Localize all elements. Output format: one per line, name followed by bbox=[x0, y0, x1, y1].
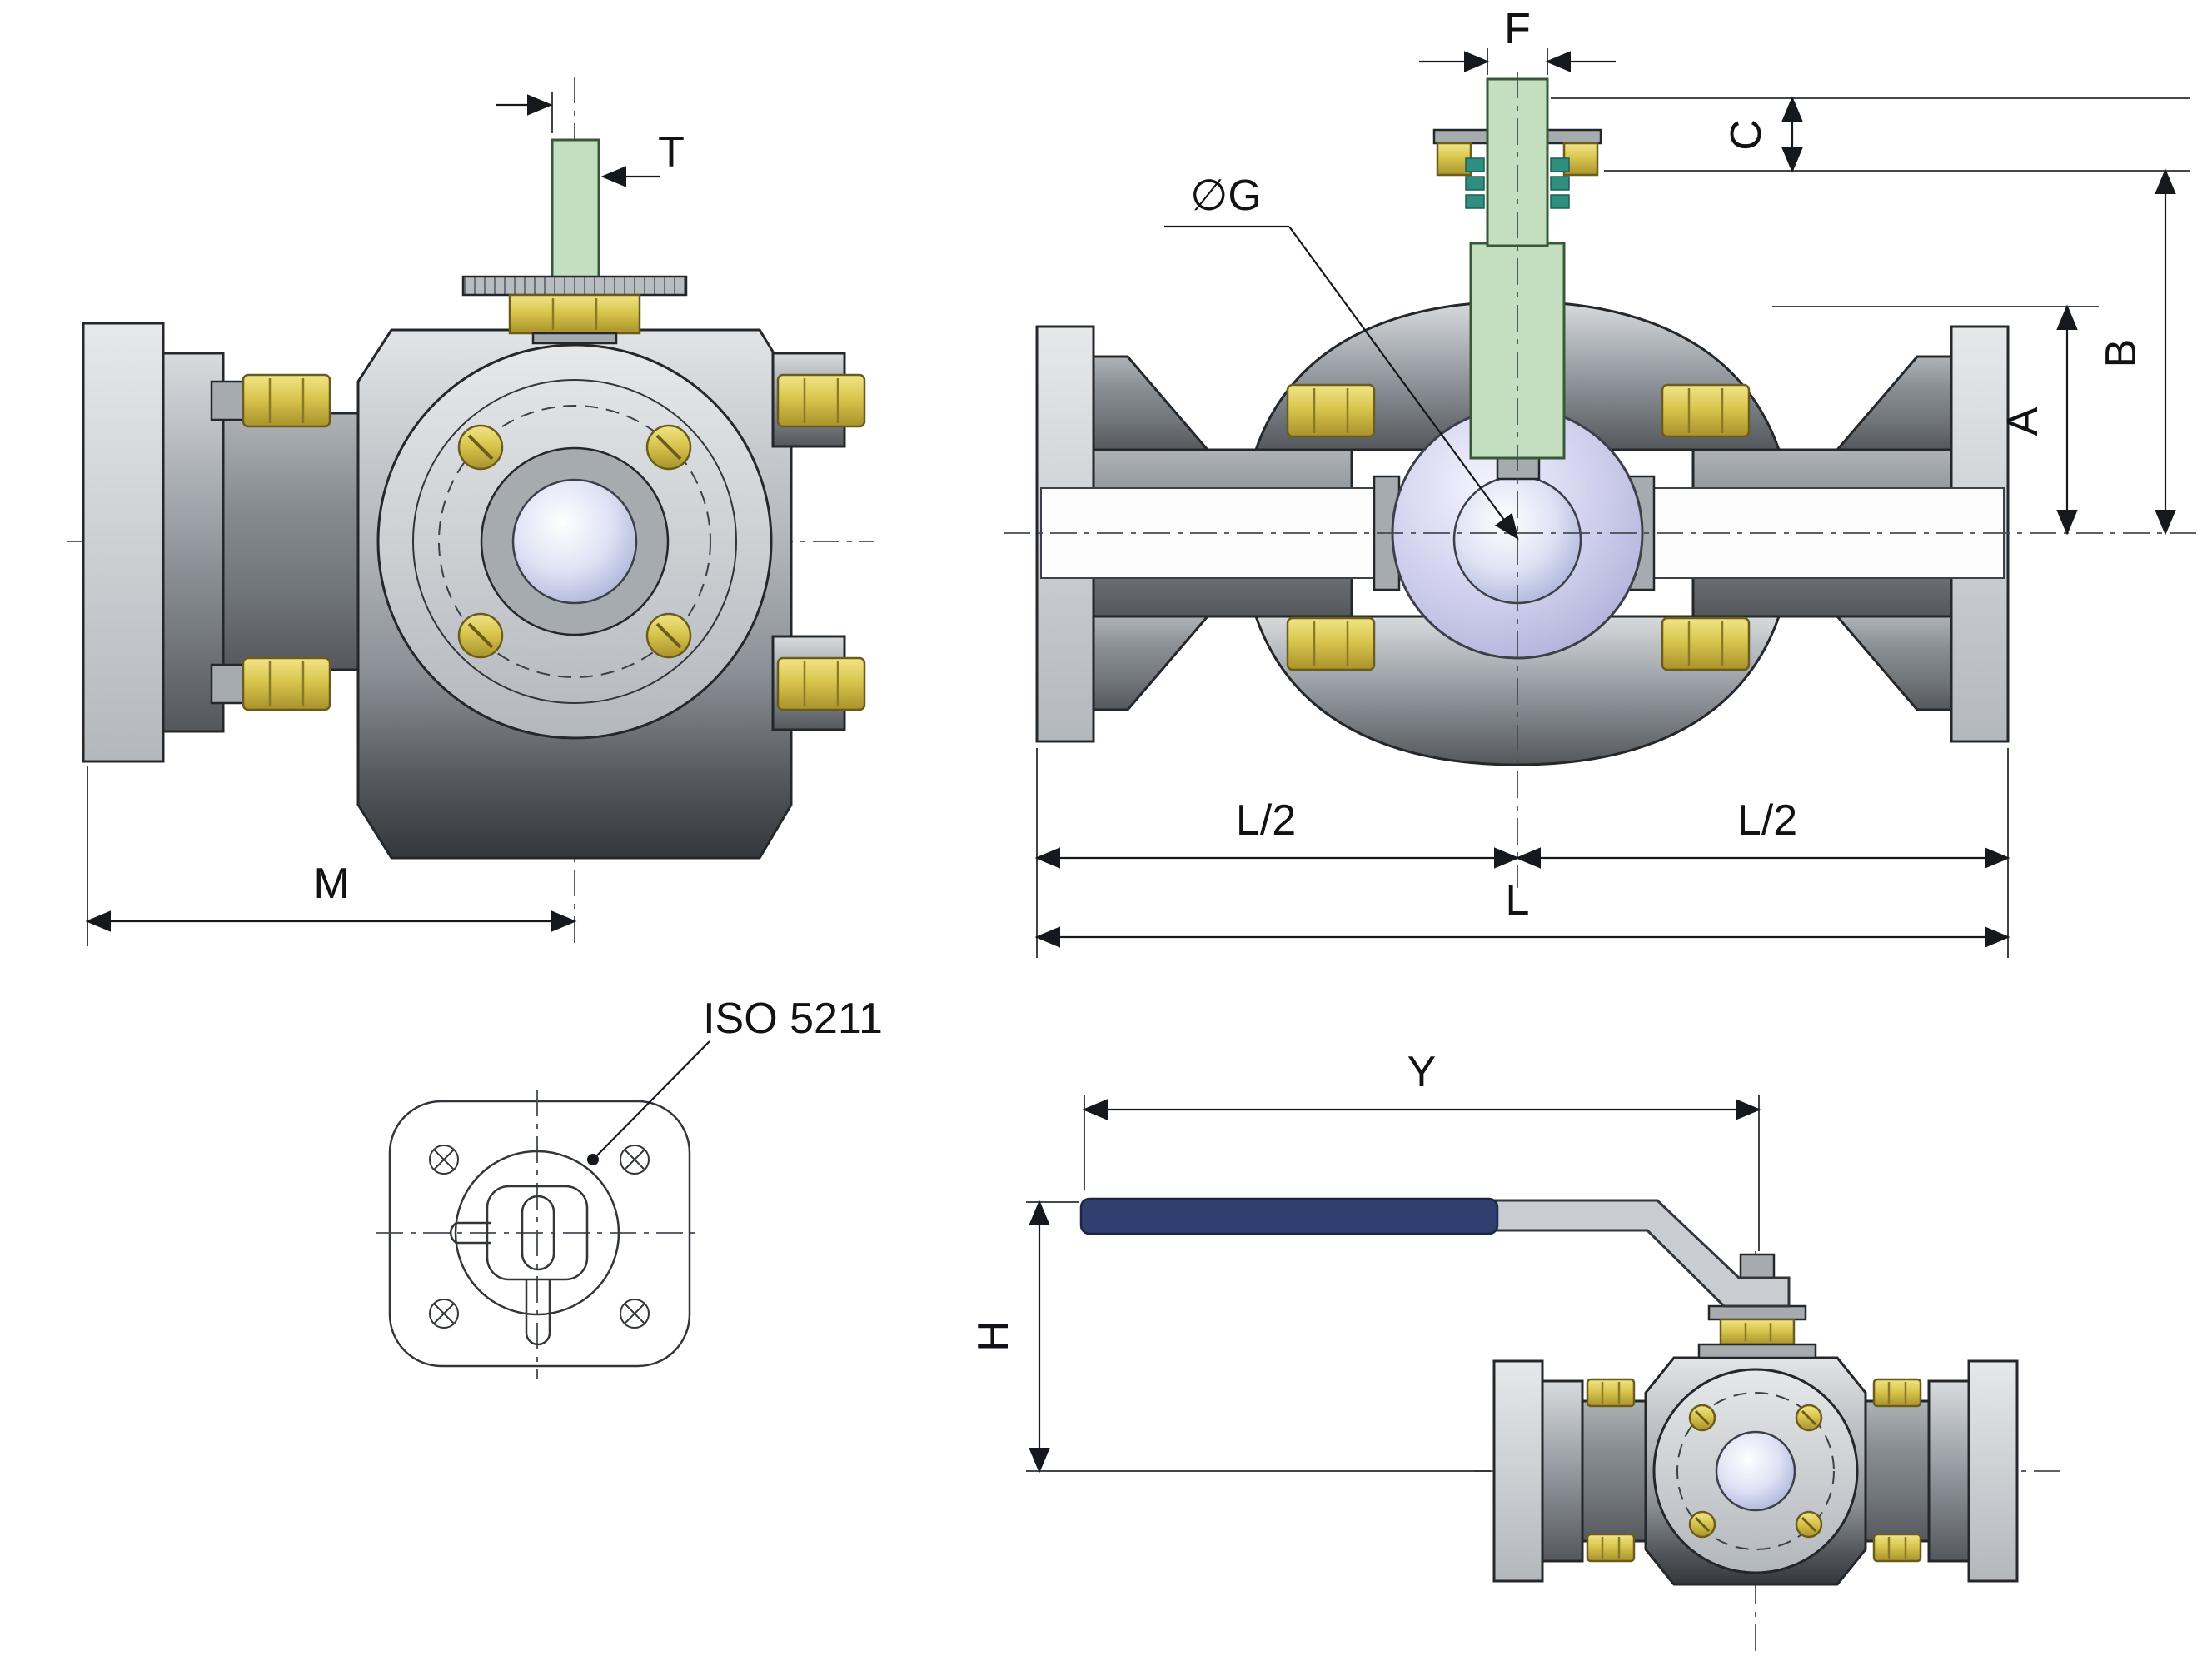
dim-label-m: M bbox=[313, 860, 349, 908]
front-left-flange bbox=[82, 322, 360, 763]
flange-screw bbox=[1795, 1404, 1823, 1432]
front-left-top-bolt bbox=[242, 373, 331, 428]
packing bbox=[1465, 157, 1485, 172]
body-bolt bbox=[1286, 383, 1376, 438]
packing bbox=[1550, 157, 1570, 172]
handle-view: Y H bbox=[969, 1048, 2064, 1658]
packing bbox=[1550, 176, 1570, 191]
flange-screw bbox=[457, 612, 504, 659]
dim-M: M bbox=[85, 766, 577, 946]
packing bbox=[1550, 194, 1570, 209]
dim-label-c: C bbox=[1722, 119, 1771, 151]
neck-bolt bbox=[1586, 1378, 1636, 1408]
iso5211-view: ISO 5211 bbox=[376, 995, 883, 1379]
flange-screw bbox=[1688, 1510, 1716, 1539]
iso-center-detail bbox=[449, 1150, 620, 1346]
knurled-washer bbox=[461, 275, 688, 297]
dim-label-l2-right: L/2 bbox=[1737, 796, 1797, 845]
dim-label-t: T bbox=[658, 128, 685, 177]
packing bbox=[1465, 176, 1485, 191]
dim-label-b: B bbox=[2097, 339, 2145, 368]
dim-label-l2-left: L/2 bbox=[1236, 796, 1296, 845]
packing bbox=[1465, 194, 1485, 209]
iso-5211-label: ISO 5211 bbox=[703, 995, 883, 1043]
front-stem bbox=[551, 138, 600, 280]
gland-nut bbox=[1562, 142, 1599, 177]
dim-H: H bbox=[969, 1200, 1491, 1474]
dim-G: ∅G bbox=[1164, 172, 1519, 541]
flange-screw bbox=[645, 424, 692, 471]
handle-arm bbox=[1493, 1199, 1791, 1308]
front-right-lugs bbox=[771, 352, 866, 731]
handle-stem-nut bbox=[1719, 1318, 1796, 1346]
dim-label-f: F bbox=[1504, 5, 1531, 53]
dim-label-h: H bbox=[969, 1320, 1018, 1352]
neck-bolt bbox=[1872, 1533, 1922, 1563]
handle-left-flange bbox=[1492, 1359, 1647, 1583]
handle-bore bbox=[1715, 1430, 1796, 1512]
flange-screw bbox=[1795, 1510, 1823, 1539]
front-view: T M bbox=[67, 77, 874, 950]
neck-bolt bbox=[1586, 1533, 1636, 1563]
dim-L: L/2 L/2 L bbox=[1034, 748, 2010, 958]
handle-grip bbox=[1079, 1197, 1499, 1235]
dim-label-l: L bbox=[1506, 876, 1530, 925]
dim-label-y: Y bbox=[1407, 1048, 1437, 1096]
body-bolt bbox=[1661, 383, 1751, 438]
front-right-top-bolt bbox=[776, 373, 866, 428]
front-flange-face bbox=[376, 343, 773, 740]
neck-bolt bbox=[1872, 1378, 1922, 1408]
iso-label: ISO 5211 bbox=[587, 995, 883, 1165]
front-right-bottom-bolt bbox=[776, 656, 866, 711]
dim-C: C bbox=[1551, 96, 2190, 173]
bolt-circle-dashed bbox=[438, 405, 711, 678]
dim-label-g: ∅G bbox=[1190, 172, 1262, 220]
flange-screw bbox=[645, 612, 692, 659]
dim-A: A bbox=[1772, 304, 2099, 536]
stem-nut bbox=[508, 293, 641, 335]
dim-Y: Y bbox=[1082, 1048, 1761, 1251]
dim-F: F bbox=[1419, 5, 1616, 75]
front-left-bottom-bolt bbox=[242, 656, 331, 711]
iso-bolt-holes bbox=[429, 1145, 650, 1329]
dim-B: B bbox=[2097, 168, 2176, 536]
body-bolt bbox=[1661, 616, 1751, 671]
section-view: F ∅G C B A bbox=[1004, 5, 2197, 958]
dim-label-a: A bbox=[1999, 407, 2047, 436]
flange-screw bbox=[457, 424, 504, 471]
front-stem-assembly bbox=[461, 138, 688, 345]
handle-right-flange bbox=[1864, 1359, 2019, 1583]
front-bore bbox=[511, 478, 638, 605]
iso-pad-outline bbox=[388, 1100, 691, 1368]
body-bolt bbox=[1286, 616, 1376, 671]
dim-T: T bbox=[496, 92, 685, 187]
flange-screw bbox=[1688, 1404, 1716, 1432]
